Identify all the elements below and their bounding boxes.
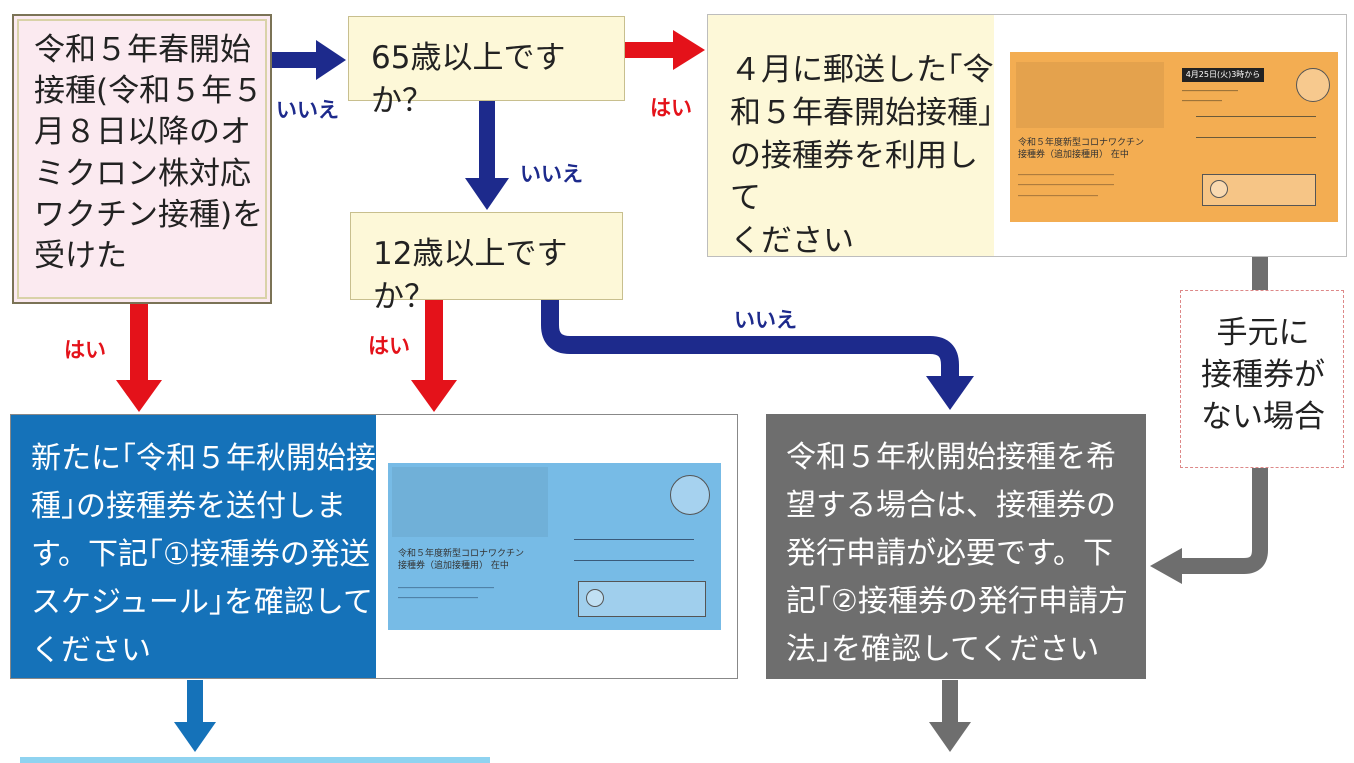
arrow-q12-to-autumn-result xyxy=(411,300,457,412)
number-field-lines xyxy=(1196,116,1316,138)
stamp-circle-icon xyxy=(1296,68,1330,102)
question-65-box: 65歳以上ですか？ xyxy=(348,16,625,119)
label-q12-no: いいえ xyxy=(734,308,797,332)
label-q12-yes: はい xyxy=(368,334,410,358)
question-65-text: 65歳以上ですか？ xyxy=(371,40,566,119)
apply-result-text: 令和５年秋開始接種を希 望する場合は、接種券の 発行申請が必要です。下 記｢②接… xyxy=(786,440,1128,667)
label-start-yes: はい xyxy=(64,338,106,362)
ticket-fine-print: ―――――――――――― ―――――――――― xyxy=(398,583,494,603)
question-12-box: 12歳以上ですか？ xyxy=(350,212,623,315)
apply-ticket-result-box: 令和５年秋開始接種を希 望する場合は、接種券の 発行申請が必要です。下 記｢②接… xyxy=(766,414,1146,679)
question-12-text: 12歳以上ですか？ xyxy=(373,236,568,315)
arrow-start-to-q65 xyxy=(272,40,346,80)
address-window xyxy=(1016,62,1164,128)
autumn-result-text-panel: 新たに｢令和５年秋開始接 種｣の接種券を送付しま す。下記｢①接種券の発送 スケ… xyxy=(11,415,376,678)
date-banner: 4月25日(火)3時から xyxy=(1182,68,1264,82)
arrow-spring-to-apply-result xyxy=(1150,257,1268,584)
number-field-lines xyxy=(574,539,694,561)
notice-lines: ――――――― ――――― xyxy=(1182,86,1238,106)
label-q65-yes: はい xyxy=(650,96,692,120)
logo-icon xyxy=(586,589,604,607)
arrow-autumn-continue xyxy=(174,680,216,752)
no-ticket-note-text: 手元に 接種券が ない場合 xyxy=(1201,315,1325,435)
label-q65-no: いいえ xyxy=(520,162,583,186)
stamp-circle-icon xyxy=(670,475,710,515)
spring-result-text: ４月に郵送した｢令 和５年春開始接種｣ の接種券を利用して ください xyxy=(730,52,994,260)
label-start-no: いいえ xyxy=(276,98,339,122)
arrow-q65-to-q12 xyxy=(465,101,509,210)
arrow-start-to-autumn-result xyxy=(116,304,162,412)
bottom-blue-strip xyxy=(20,757,490,763)
arrow-q12-to-apply-result xyxy=(541,300,974,410)
logo-icon xyxy=(1210,180,1228,198)
start-text: 令和５年春開始 接種(令和５年５ 月８日以降のオ ミクロン株対応 ワクチン接種)… xyxy=(34,32,264,275)
arrow-q65-to-spring-result xyxy=(625,30,705,70)
orange-ticket-envelope-image: 4月25日(火)3時から ――――――― ――――― 令和５年度新型コロナワクチ… xyxy=(1010,52,1338,222)
start-box: 令和５年春開始 接種(令和５年５ 月８日以降のオ ミクロン株対応 ワクチン接種)… xyxy=(12,14,272,304)
autumn-result-text: 新たに｢令和５年秋開始接 種｣の接種券を送付しま す。下記｢①接種券の発送 スケ… xyxy=(31,441,376,668)
no-ticket-note-box: 手元に 接種券が ない場合 xyxy=(1180,290,1344,468)
blue-ticket-envelope-image: 令和５年度新型コロナワクチン 接種券（追加接種用） 在中 ―――――――――――… xyxy=(388,463,721,630)
ticket-title: 令和５年度新型コロナワクチン 接種券（追加接種用） 在中 xyxy=(398,549,525,571)
ticket-fine-print: ―――――――――――― ―――――――――――― ―――――――――― xyxy=(1018,170,1114,200)
ticket-title: 令和５年度新型コロナワクチン 接種券（追加接種用） 在中 xyxy=(1018,138,1145,160)
address-window xyxy=(392,467,548,537)
spring-result-text-panel: ４月に郵送した｢令 和５年春開始接種｣ の接種券を利用して ください xyxy=(708,15,994,259)
arrow-apply-continue xyxy=(929,680,971,752)
